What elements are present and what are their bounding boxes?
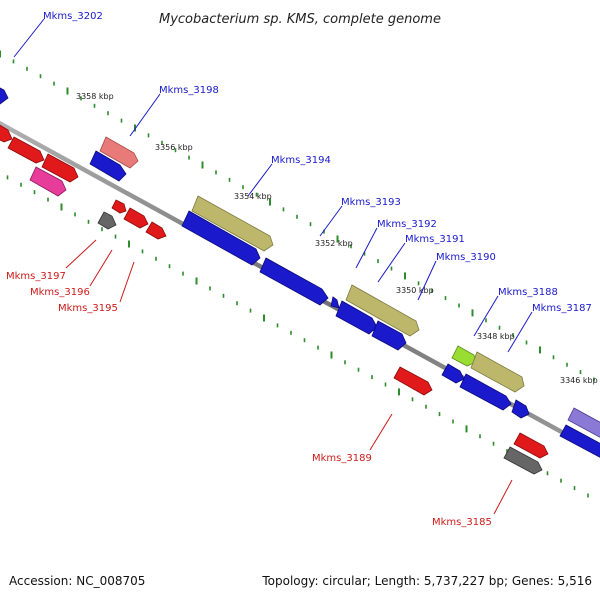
gene-feature-mkms-3191-olive[interactable] xyxy=(345,284,420,337)
gene-label-mkms-3194[interactable]: Mkms_3194 xyxy=(271,155,331,166)
gene-feature-mkms-3195[interactable] xyxy=(145,221,167,240)
leader-mkms-3195 xyxy=(119,261,135,303)
gene-feature-red-4[interactable] xyxy=(111,199,127,214)
leader-mkms-3194 xyxy=(247,163,273,197)
gene-label-mkms-3198[interactable]: Mkms_3198 xyxy=(159,85,219,96)
gene-feature-mkms-3188-lime[interactable] xyxy=(451,345,477,367)
gene-feature-mkms-3187[interactable] xyxy=(459,373,512,411)
leader-mkms-3185 xyxy=(493,479,513,515)
gene-feature-red-2[interactable] xyxy=(7,136,45,164)
gene-feature-magenta[interactable] xyxy=(29,166,67,197)
gene-label-mkms-3197[interactable]: Mkms_3197 xyxy=(6,271,66,282)
gene-features xyxy=(0,86,600,475)
gene-label-mkms-3189[interactable]: Mkms_3189 xyxy=(312,453,372,464)
gene-label-mkms-3191[interactable]: Mkms_3191 xyxy=(405,234,465,245)
gene-feature-mkms-3196[interactable] xyxy=(123,207,149,229)
gene-feature-mkms-3188[interactable] xyxy=(441,363,465,384)
leader-mkms-3202 xyxy=(13,18,45,58)
outer-scale-ticks xyxy=(0,50,595,382)
gene-feature-mkms-3202[interactable] xyxy=(0,86,9,105)
leader-mkms-3189 xyxy=(369,413,393,451)
gene-label-mkms-3188[interactable]: Mkms_3188 xyxy=(498,287,558,298)
gene-feature-mkms-3189[interactable] xyxy=(393,366,433,396)
gene-feature-mkms-3185-red[interactable] xyxy=(513,432,549,459)
gene-feature-blue-edge[interactable] xyxy=(559,424,600,460)
gene-label-mkms-3187[interactable]: Mkms_3187 xyxy=(532,303,592,314)
leader-mkms-3188 xyxy=(473,295,499,337)
gene-feature-mkms-3198-olive[interactable] xyxy=(99,136,139,169)
gene-feature-mkms-3194[interactable] xyxy=(181,210,261,266)
gene-label-mkms-3192[interactable]: Mkms_3192 xyxy=(377,219,437,230)
accession-text: Accession: NC_008705 xyxy=(9,574,146,588)
gene-label-mkms-3195[interactable]: Mkms_3195 xyxy=(58,303,118,314)
gene-feature-mkms-3185[interactable] xyxy=(503,446,543,475)
gene-feature-red-3[interactable] xyxy=(41,153,79,183)
gene-feature-red-1[interactable] xyxy=(0,124,13,143)
gene-feature-mkms-3198[interactable] xyxy=(89,150,127,182)
leader-mkms-3187 xyxy=(507,311,533,353)
gene-feature-mkms-3191[interactable] xyxy=(335,300,378,335)
leader-mkms-3190 xyxy=(417,260,437,301)
scale-label-3348: 3348 kbp xyxy=(477,332,515,341)
leader-mkms-3197 xyxy=(65,239,97,269)
gene-label-mkms-3193[interactable]: Mkms_3193 xyxy=(341,197,401,208)
scale-label-3350: 3350 kbp xyxy=(396,286,434,295)
gene-feature-mkms-3194-olive[interactable] xyxy=(191,195,274,252)
label-leaders xyxy=(13,18,533,515)
gene-feature-lavender[interactable] xyxy=(567,407,600,440)
gene-feature-mkms-3192[interactable] xyxy=(330,296,340,309)
scale-label-3356: 3356 kbp xyxy=(155,143,193,152)
scale-label-3354: 3354 kbp xyxy=(234,192,272,201)
gene-label-mkms-3190[interactable]: Mkms_3190 xyxy=(436,252,496,263)
scale-label-3346: 3346 kbp xyxy=(560,376,598,385)
gene-feature-mkms-3187b[interactable] xyxy=(511,399,530,419)
leader-mkms-3191 xyxy=(377,242,406,283)
genome-summary-text: Topology: circular; Length: 5,737,227 bp… xyxy=(262,574,592,588)
gene-label-mkms-3196[interactable]: Mkms_3196 xyxy=(30,287,90,298)
scale-label-3358: 3358 kbp xyxy=(76,92,114,101)
gene-feature-mkms-3190[interactable] xyxy=(371,320,407,351)
leader-mkms-3193 xyxy=(319,205,343,237)
scale-label-3352: 3352 kbp xyxy=(315,239,353,248)
leader-mkms-3192 xyxy=(355,227,378,269)
map-title: Mycobacterium sp. KMS, complete genome xyxy=(159,12,441,27)
gene-feature-mkms-3197[interactable] xyxy=(97,211,117,230)
leader-mkms-3196 xyxy=(89,249,113,287)
gene-label-mkms-3185[interactable]: Mkms_3185 xyxy=(432,517,492,528)
gene-feature-mkms-3188-olive[interactable] xyxy=(470,351,525,393)
gene-label-mkms-3202[interactable]: Mkms_3202 xyxy=(43,11,103,22)
gene-feature-mkms-3193[interactable] xyxy=(259,257,329,306)
leader-mkms-3198 xyxy=(129,93,161,137)
